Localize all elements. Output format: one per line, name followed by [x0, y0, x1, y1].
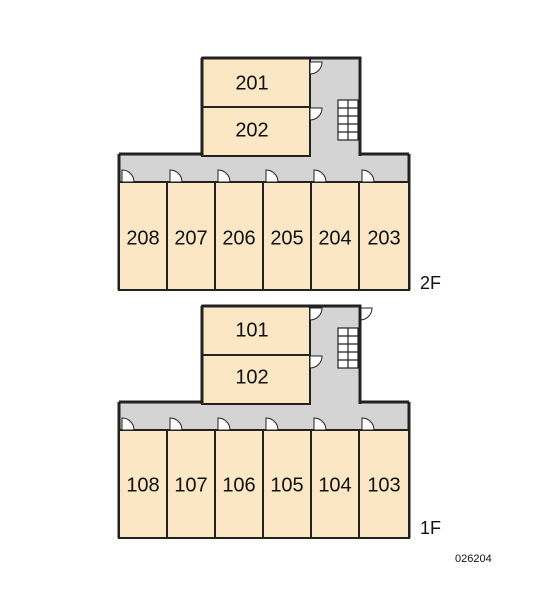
floor-label-2f: 2F — [420, 273, 441, 293]
door-icon — [265, 169, 279, 183]
door-icon — [169, 169, 183, 183]
room-103 — [358, 429, 410, 539]
room-203 — [358, 181, 410, 291]
room-label-205: 205 — [270, 227, 303, 249]
room-205 — [262, 181, 312, 291]
door-icon — [361, 417, 375, 431]
room-label-105: 105 — [270, 474, 303, 496]
floor-1: 101 102 108 107 106 105 104 103 — [117, 304, 441, 539]
room-105 — [262, 429, 312, 539]
room-106 — [214, 429, 264, 539]
door-icon — [309, 307, 323, 321]
door-icon — [313, 417, 327, 431]
room-label-108: 108 — [126, 474, 159, 496]
door-icon — [265, 417, 279, 431]
plan-code: 026204 — [455, 553, 492, 565]
room-label-208: 208 — [126, 227, 159, 249]
door-icon — [313, 169, 327, 183]
room-label-103: 103 — [367, 474, 400, 496]
door-icon — [359, 307, 373, 321]
room-label-203: 203 — [367, 227, 400, 249]
room-107 — [166, 429, 216, 539]
room-101 — [201, 305, 311, 356]
room-label-204: 204 — [318, 227, 351, 249]
room-label-202: 202 — [235, 119, 268, 141]
door-icon — [217, 417, 231, 431]
room-label-206: 206 — [222, 227, 255, 249]
room-label-101: 101 — [235, 319, 268, 341]
room-label-104: 104 — [318, 474, 351, 496]
room-207 — [166, 181, 216, 291]
door-icon — [361, 169, 375, 183]
door-icon — [309, 61, 323, 75]
door-icon — [309, 107, 323, 121]
room-label-201: 201 — [235, 72, 268, 94]
room-label-207: 207 — [174, 227, 207, 249]
room-label-106: 106 — [222, 474, 255, 496]
room-label-107: 107 — [174, 474, 207, 496]
door-icon — [309, 355, 323, 369]
room-label-102: 102 — [235, 366, 268, 388]
room-108 — [118, 429, 168, 539]
floor-2: 201 202 208 207 206 205 204 203 — [117, 56, 441, 293]
door-icon — [217, 169, 231, 183]
door-icon — [121, 417, 135, 431]
floor-label-1f: 1F — [420, 518, 441, 538]
door-icon — [121, 169, 135, 183]
door-icon — [169, 417, 183, 431]
